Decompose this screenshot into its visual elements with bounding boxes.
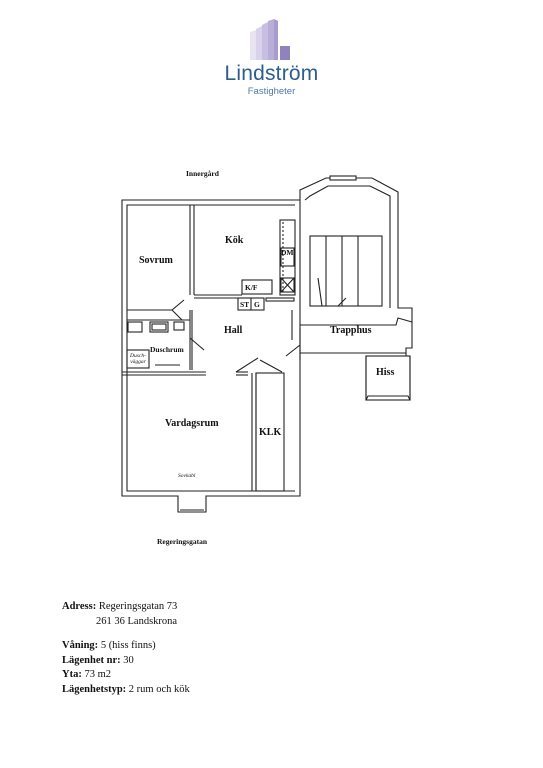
floor-value: 5 (hiss finns) — [100, 640, 156, 651]
address-line1: Regeringsgatan 73 — [98, 601, 178, 612]
apartment-value: 30 — [123, 654, 134, 666]
apartment-key: Lägenhet nr: — [62, 654, 121, 666]
room-hiss: Hiss — [376, 367, 395, 378]
room-duschrum: Duschrum — [150, 345, 184, 354]
street-label: Regeringsgatan — [157, 537, 207, 546]
fixture-g: G — [254, 300, 260, 309]
room-klk: KLK — [259, 427, 282, 438]
area-value: 73 m2 — [84, 669, 111, 680]
apartment-info: Adress: Regeringsgatan 73 261 36 Landskr… — [62, 600, 190, 697]
apartment-row: Lägenhet nr: 30 — [62, 654, 190, 669]
type-key: Lägenhetstyp: — [62, 683, 127, 695]
building-logo-icon — [250, 19, 290, 60]
fixture-st: ST — [240, 300, 250, 309]
brand-name: Lindström — [224, 62, 319, 85]
area-row: Yta: 73 m2 — [62, 668, 190, 683]
address-line2: 261 36 Landskrona — [96, 615, 178, 627]
floor-key: Våning: — [62, 640, 99, 651]
type-value: 2 rum och kök — [128, 683, 190, 695]
floor-plan: Innergård Sovrum Kök DM K/F ST G Hall Tr… — [0, 160, 543, 560]
room-trapphus: Trapphus — [330, 325, 372, 336]
fixture-duschvaggar: Dusch-väggar — [130, 353, 146, 365]
type-row: Lägenhetstyp: 2 rum och kök — [62, 683, 190, 698]
fixture-kf: K/F — [245, 283, 258, 292]
area-key: Yta: — [62, 669, 82, 680]
fixture-sovsoffa: Sovkabl — [178, 473, 196, 479]
room-kok: Kök — [225, 235, 244, 246]
brand-subtitle: Fastigheter — [247, 86, 296, 97]
floor-row: Våning: 5 (hiss finns) — [62, 639, 190, 654]
brand-logo: Lindström Fastigheter — [0, 0, 543, 110]
fixture-dm: DM — [281, 248, 294, 257]
room-sovrum: Sovrum — [139, 255, 173, 266]
address-row: Adress: Regeringsgatan 73 — [62, 600, 190, 615]
room-hall: Hall — [224, 325, 243, 336]
floor-plan-drawing — [121, 175, 413, 513]
courtyard-label: Innergård — [186, 169, 219, 178]
room-vardagsrum: Vardagsrum — [165, 418, 219, 429]
address-key: Adress: — [62, 601, 97, 612]
